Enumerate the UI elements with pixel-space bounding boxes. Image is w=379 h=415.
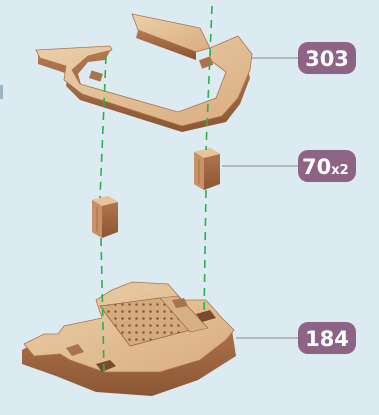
badge-70: 70x2 <box>298 150 356 182</box>
guide-right-upper <box>206 6 212 150</box>
badge-184-number: 184 <box>305 327 349 351</box>
badge-184: 184 <box>298 322 356 354</box>
badge-70-quantity: x2 <box>331 163 348 178</box>
guide-right-lower <box>204 190 206 316</box>
peg-right <box>194 148 220 190</box>
base-plate-part <box>22 282 236 396</box>
badge-303-number: 303 <box>305 47 349 71</box>
edge-tick <box>0 85 3 99</box>
badge-70-number: 70 <box>302 155 331 179</box>
badge-303: 303 <box>298 42 356 74</box>
top-frame-part <box>36 14 252 132</box>
peg-left <box>92 196 118 238</box>
